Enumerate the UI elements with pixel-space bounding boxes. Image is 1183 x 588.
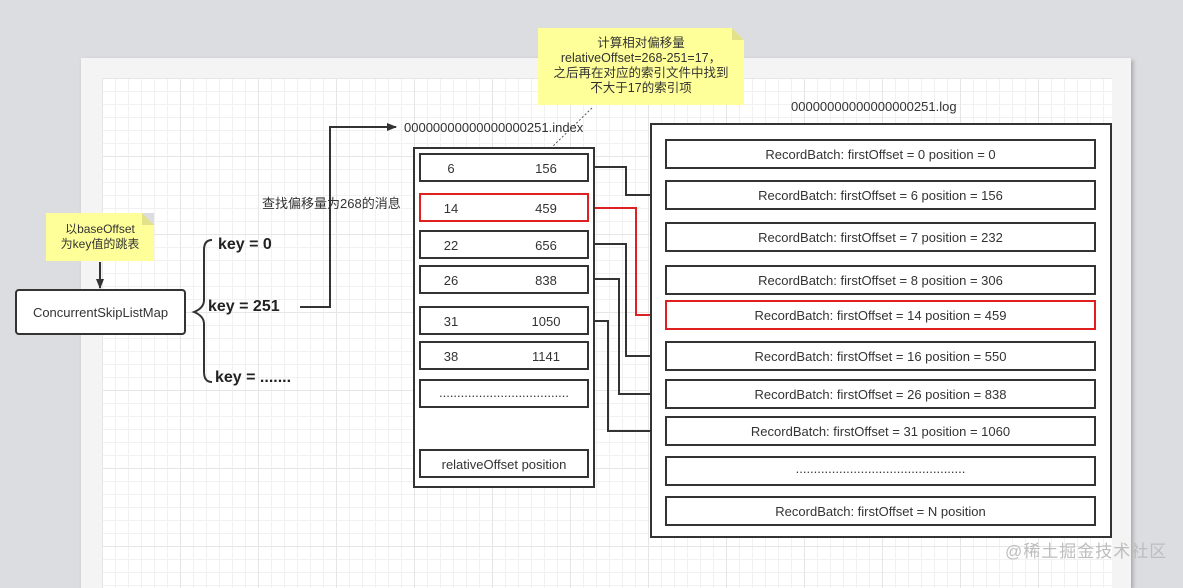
offset-note-line-2: relativeOffset=268-251=17， (560, 51, 722, 65)
log-record-batch[interactable]: RecordBatch: firstOffset = 6 position = … (665, 180, 1096, 210)
offset-note-line-4: 不大于17的索引项 (590, 81, 692, 95)
log-record-batch[interactable]: RecordBatch: firstOffset = 0 position = … (665, 139, 1096, 169)
log-record-text: RecordBatch: firstOffset = N position (775, 503, 986, 519)
log-record-batch-highlighted[interactable]: RecordBatch: firstOffset = 14 position =… (665, 300, 1096, 330)
index-relative-offset: 26 (443, 273, 459, 288)
offset-note-line-3: 之后再在对应的索引文件中找到 (553, 66, 729, 80)
index-position: 156 (535, 161, 557, 176)
index-position: 459 (535, 201, 557, 216)
index-row-ellipsis[interactable]: .................................... (419, 379, 589, 408)
index-relative-offset: 38 (443, 349, 459, 364)
index-row[interactable]: 31 1050 (419, 306, 589, 335)
index-row[interactable]: 22 656 (419, 230, 589, 259)
link-6-156 (589, 166, 661, 199)
log-record-text: RecordBatch: firstOffset = 14 position =… (754, 307, 1007, 323)
log-record-text: RecordBatch: firstOffset = 31 position =… (750, 423, 1011, 439)
index-row[interactable]: 6 156 (419, 153, 589, 182)
index-position: 656 (535, 238, 557, 253)
log-record-text: RecordBatch: firstOffset = 26 position =… (754, 386, 1007, 402)
lookup-label: 查找偏移量为268的消息 (262, 196, 401, 211)
log-record-text: RecordBatch: firstOffset = 0 position = … (765, 146, 996, 162)
index-footer-row: relativeOffset position (419, 449, 589, 478)
skiplist-key-251: key = 251 (208, 298, 280, 315)
log-record-batch[interactable]: RecordBatch: firstOffset = 7 position = … (665, 222, 1096, 252)
index-row[interactable]: 26 838 (419, 265, 589, 294)
offset-note: 计算相对偏移量 relativeOffset=268-251=17， 之后再在对… (538, 28, 744, 105)
log-record-batch[interactable]: RecordBatch: firstOffset = 8 position = … (665, 265, 1096, 295)
index-relative-offset: 6 (447, 161, 455, 176)
keys-brace (191, 239, 213, 383)
log-record-text: RecordBatch: firstOffset = 7 position = … (758, 229, 1003, 245)
link-22-656 (589, 243, 661, 360)
index-position: 1050 (531, 314, 561, 329)
link-31-1050 (589, 320, 661, 435)
offset-note-line-1: 计算相对偏移量 (597, 36, 685, 50)
log-record-batch[interactable]: RecordBatch: firstOffset = 16 position =… (665, 341, 1096, 371)
index-footer-label: relativeOffset position (441, 457, 567, 472)
concurrent-skiplist-map-node[interactable]: ConcurrentSkipListMap (15, 289, 186, 335)
log-record-ellipsis[interactable]: ........................................… (665, 456, 1096, 486)
index-row[interactable]: 38 1141 (419, 341, 589, 370)
skiplist-label: ConcurrentSkipListMap (32, 304, 169, 320)
skiplist-key-more: key = ....... (215, 369, 292, 386)
skiplist-note-line-2: 为key值的跳表 (60, 237, 140, 251)
key-to-index-arrow (300, 123, 397, 308)
log-file-title: 00000000000000000251.log (791, 99, 957, 114)
log-record-batch[interactable]: RecordBatch: firstOffset = 26 position =… (665, 379, 1096, 409)
skiplist-note-line-1: 以baseOffset (65, 222, 135, 236)
log-ellipsis-text: ........................................… (795, 460, 966, 476)
index-position: 838 (535, 273, 557, 288)
index-row-highlighted[interactable]: 14 459 (419, 193, 589, 222)
index-position: 1141 (532, 349, 560, 364)
index-file-title: 00000000000000000251.index (404, 120, 584, 135)
index-relative-offset: 22 (443, 238, 459, 253)
log-record-text: RecordBatch: firstOffset = 16 position =… (754, 348, 1007, 364)
skiplist-note: 以baseOffset 为key值的跳表 (46, 213, 154, 261)
log-record-batch[interactable]: RecordBatch: firstOffset = 31 position =… (665, 416, 1096, 446)
index-relative-offset: 14 (443, 201, 459, 216)
index-relative-offset: 31 (443, 314, 459, 329)
log-record-text: RecordBatch: firstOffset = 8 position = … (758, 272, 1003, 288)
index-ellipsis: .................................... (438, 385, 570, 400)
link-14-459 (589, 207, 661, 319)
skiplist-key-0: key = 0 (218, 236, 272, 253)
log-record-text: RecordBatch: firstOffset = 6 position = … (758, 187, 1003, 203)
log-record-batch-last[interactable]: RecordBatch: firstOffset = N position (665, 496, 1096, 526)
watermark: @稀土掘金技术社区 (1005, 542, 1168, 561)
link-26-838 (589, 278, 661, 398)
